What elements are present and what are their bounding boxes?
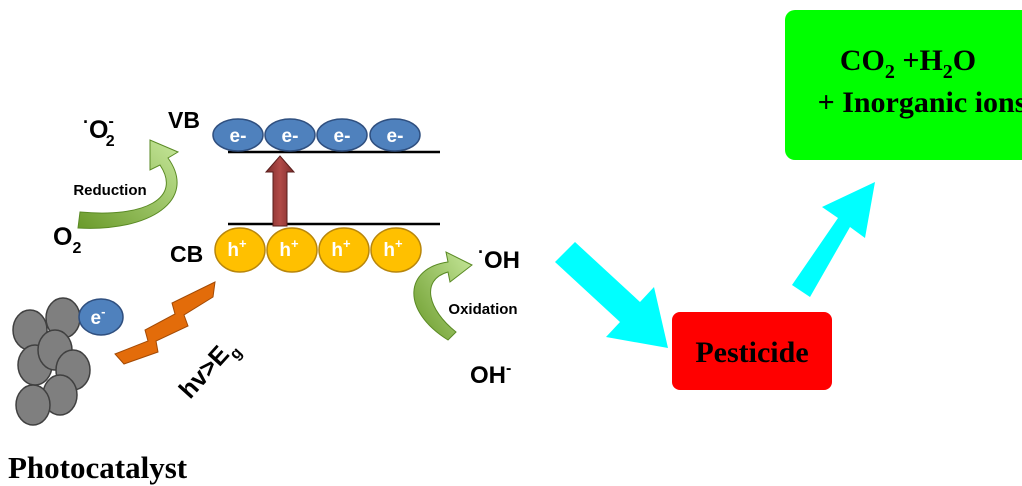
electron: e-	[369, 118, 421, 152]
free-electron: e-	[78, 298, 124, 336]
electron: e-	[316, 118, 368, 152]
flow-arrow-to-products	[792, 182, 875, 297]
svg-text:h+: h+	[383, 236, 403, 261]
flow-arrow-to-pesticide	[555, 242, 668, 348]
o2-reactant: O2	[53, 223, 81, 257]
svg-text:h+: h+	[227, 236, 247, 261]
svg-text:e-: e-	[91, 304, 106, 329]
lightning-icon	[114, 281, 216, 365]
pesticide-label: Pesticide	[695, 336, 808, 369]
photocatalyst-label: Photocatalyst	[8, 450, 188, 485]
hole: h+	[266, 227, 318, 273]
hole: h+	[370, 227, 422, 273]
svg-text:e-: e-	[387, 126, 404, 147]
svg-text:e-: e-	[282, 126, 299, 147]
electron: e-	[264, 118, 316, 152]
vb-label: VB	[168, 107, 200, 133]
excitation-arrow	[264, 155, 296, 227]
oxidation-label: Oxidation	[448, 301, 517, 318]
svg-text:e-: e-	[334, 126, 351, 147]
oxidation-curve-arrow	[413, 251, 473, 341]
cb-label: CB	[170, 241, 203, 267]
svg-text:e-: e-	[230, 126, 247, 147]
hole: h+	[214, 227, 266, 273]
products-line1: CO2 +H2O	[840, 44, 976, 83]
electron: e-	[212, 118, 264, 152]
electron-row: e- e- e- e-	[212, 118, 421, 152]
reduction-curve-arrow	[77, 139, 180, 229]
superoxide-radical: ·O-2	[83, 112, 115, 150]
hydroxide-ion: OH-	[470, 360, 511, 389]
pesticide-box: Pesticide	[672, 312, 832, 390]
reduction-label: Reduction	[73, 182, 146, 199]
products-line2: + Inorganic ions	[818, 86, 1022, 119]
hydroxyl-radical: ·OH	[478, 242, 520, 274]
svg-text:h+: h+	[279, 236, 299, 261]
hole: h+	[318, 227, 370, 273]
products-box: CO2 +H2O + Inorganic ions	[785, 10, 1022, 160]
photocatalyst-particles	[12, 297, 91, 426]
svg-text:h+: h+	[331, 236, 351, 261]
hole-row: h+ h+ h+ h+	[214, 227, 422, 273]
excitation-label: hv>Eg	[174, 333, 246, 408]
